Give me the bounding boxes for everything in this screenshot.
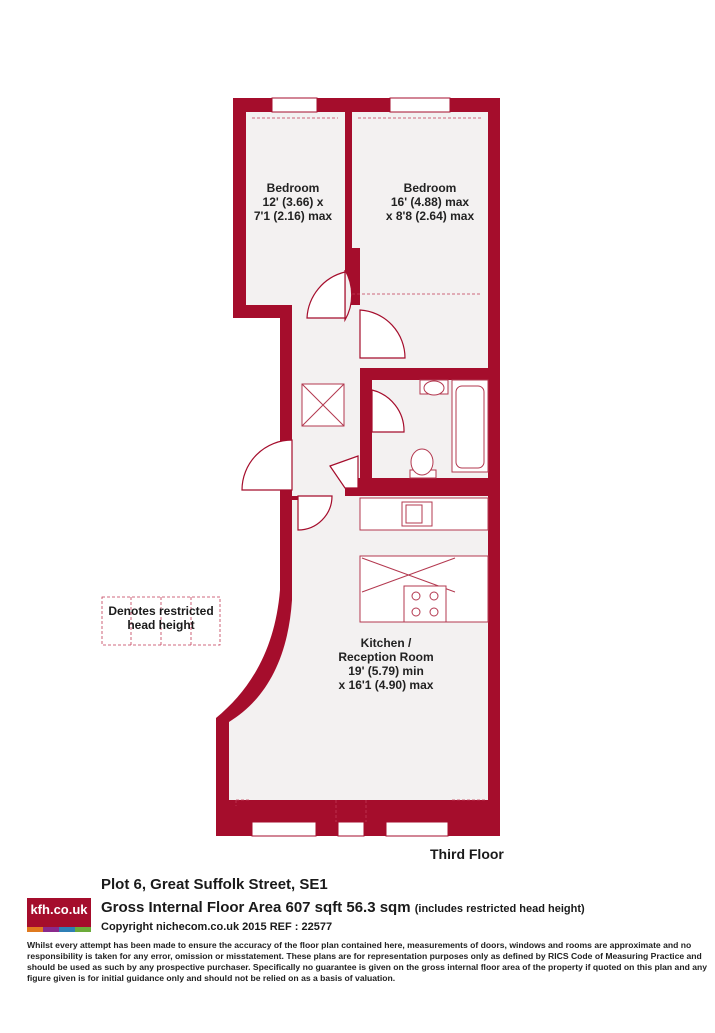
legend-line: head height [127, 618, 195, 632]
logo-color-bars [27, 927, 91, 932]
windows [251, 97, 451, 837]
kitchen-label: Kitchen / Reception Room 19' (5.79) min … [316, 636, 456, 692]
bedroom-left-label: Bedroom 12' (3.66) x 7'1 (2.16) max [245, 181, 341, 223]
legend-text: Denotes restricted head height [101, 604, 221, 632]
room-dimension: 16' (4.88) max [390, 195, 470, 209]
floor-area-line: Gross Internal Floor Area 607 sqft 56.3 … [101, 899, 585, 916]
floor-area-note: (includes restricted head height) [414, 903, 585, 915]
floor-area-main: Gross Internal Floor Area 607 sqft 56.3 … [101, 899, 411, 916]
room-name: Bedroom [266, 181, 320, 195]
room-dimension: 19' (5.79) min [348, 664, 424, 678]
floor-label: Third Floor [430, 846, 504, 862]
room-dimension: 12' (3.66) x [262, 195, 324, 209]
restricted-height-legend: Denotes restricted head height [101, 596, 221, 646]
disclaimer: Whilst every attempt has been made to en… [27, 940, 708, 983]
room-name: Bedroom [403, 181, 457, 195]
room-dimension: x 16'1 (4.90) max [338, 678, 434, 692]
room-name: Kitchen / [360, 636, 412, 650]
room-name: Reception Room [338, 650, 434, 664]
floor-plan [216, 97, 500, 837]
kfh-logo[interactable]: kfh.co.uk [27, 898, 91, 932]
footer: kfh.co.uk Plot 6, Great Suffolk Street, … [0, 870, 715, 1033]
copyright: Copyright nichecom.co.uk 2015 REF : 2257… [101, 921, 333, 933]
room-dimension: 7'1 (2.16) max [253, 209, 333, 223]
legend-line: Denotes restricted [108, 604, 214, 618]
doors [241, 269, 406, 531]
restricted-height-lines [235, 117, 486, 822]
room-dimension: x 8'8 (2.64) max [385, 209, 475, 223]
legend-hatch [101, 596, 221, 646]
fixtures [301, 379, 489, 623]
property-address: Plot 6, Great Suffolk Street, SE1 [101, 876, 328, 893]
bedroom-right-label: Bedroom 16' (4.88) max x 8'8 (2.64) max [365, 181, 495, 223]
logo-text: kfh.co.uk [30, 902, 88, 917]
